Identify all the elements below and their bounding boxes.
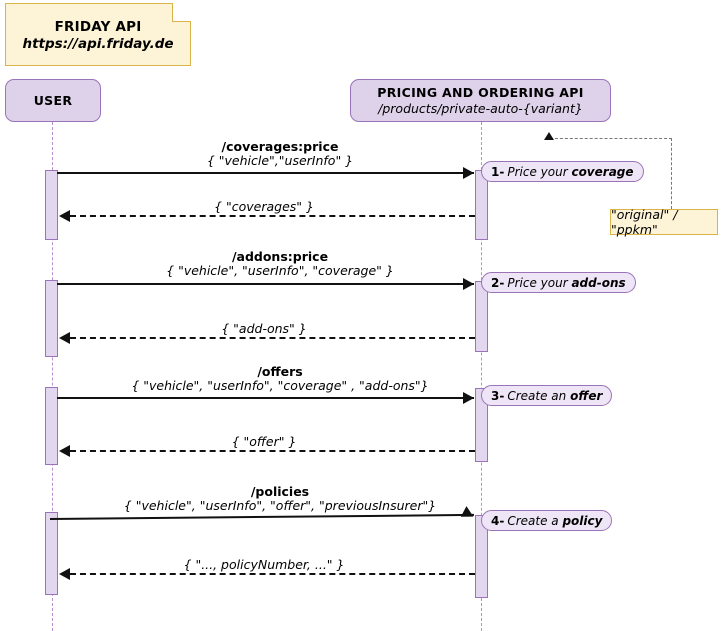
title-note-url: https://api.friday.de	[22, 36, 174, 52]
activation-user-1	[45, 170, 58, 240]
variant-note-connector-horizontal	[550, 138, 672, 139]
step-badge-1-text: Price your coverage	[507, 164, 634, 179]
message-label-1: /coverages:price { "vehicle","userInfo" …	[130, 139, 430, 169]
message-arrowhead-2	[463, 278, 474, 290]
step-badge-3[interactable]: 3- Create an offer	[481, 385, 613, 406]
message-payload-2: { "vehicle", "userInfo", "coverage" }	[166, 263, 394, 279]
message-arrow-line-1	[57, 172, 474, 174]
activation-api-3	[475, 388, 488, 462]
variant-note-connector-vertical	[671, 138, 672, 209]
activation-user-3	[45, 387, 58, 465]
step-badge-2[interactable]: 2- Price your add-ons	[481, 272, 636, 293]
step-badge-4-number: 4-	[491, 513, 505, 528]
step-badge-1[interactable]: 1- Price your coverage	[481, 161, 644, 182]
message-label-4: /policies { "vehicle", "userInfo", "offe…	[95, 484, 465, 514]
reply-arrowhead-3	[59, 445, 70, 457]
step-badge-1-number: 1-	[491, 164, 505, 179]
activation-user-2	[45, 280, 58, 357]
participant-api-path: /products/private-auto-{variant}	[378, 101, 583, 116]
message-arrowhead-3	[463, 392, 474, 404]
reply-line-1	[70, 215, 475, 217]
participant-user-label: USER	[33, 93, 73, 108]
lifeline-api	[481, 122, 482, 631]
message-payload-4: { "vehicle", "userInfo", "offer", "previ…	[123, 498, 437, 514]
step-badge-4-text: Create a policy	[507, 513, 603, 528]
variant-note-connector-arrow-icon	[544, 132, 554, 140]
message-payload-3: { "vehicle", "userInfo", "coverage" , "a…	[131, 378, 429, 394]
participant-user[interactable]: USER	[5, 79, 101, 122]
step-badge-3-text: Create an offer	[507, 388, 603, 403]
message-arrowhead-1	[463, 167, 474, 179]
reply-arrowhead-4	[59, 568, 70, 580]
message-arrow-line-3	[57, 397, 474, 399]
message-payload-1: { "vehicle","userInfo" }	[206, 153, 354, 169]
message-name-2: /addons:price	[231, 249, 329, 264]
variant-note: "original" / "ppkm"	[610, 207, 718, 237]
message-arrow-line-4	[49, 513, 474, 520]
lifeline-user	[52, 122, 53, 631]
reply-label-4: { "..., policyNumber, ..." }	[170, 557, 358, 572]
message-name-4: /policies	[250, 484, 310, 499]
message-label-2: /addons:price { "vehicle", "userInfo", "…	[115, 249, 445, 279]
participant-api-label: PRICING AND ORDERING API	[377, 85, 584, 100]
reply-label-1: { "coverages" }	[180, 199, 348, 214]
activation-user-4	[45, 512, 58, 595]
message-arrow-line-2	[57, 283, 474, 285]
reply-label-3: { "offer" }	[195, 434, 333, 449]
message-name-1: /coverages:price	[221, 139, 339, 154]
title-note-heading: FRIDAY API	[54, 19, 142, 35]
message-name-3: /offers	[257, 364, 303, 379]
reply-line-2	[70, 337, 475, 339]
reply-line-4	[70, 573, 475, 575]
step-badge-4[interactable]: 4- Create a policy	[481, 510, 613, 531]
reply-arrowhead-2	[59, 332, 70, 344]
step-badge-2-number: 2-	[491, 275, 505, 290]
note-fold-corner-icon	[172, 3, 191, 22]
reply-label-2: { "add-ons" }	[185, 321, 343, 336]
reply-line-3	[70, 450, 475, 452]
title-note: FRIDAY API https://api.friday.de	[5, 3, 191, 66]
participant-api[interactable]: PRICING AND ORDERING API /products/priva…	[350, 79, 611, 122]
message-label-3: /offers { "vehicle", "userInfo", "covera…	[100, 364, 460, 394]
step-badge-3-number: 3-	[491, 388, 505, 403]
reply-arrowhead-1	[59, 210, 70, 222]
step-badge-2-text: Price your add-ons	[507, 275, 626, 290]
